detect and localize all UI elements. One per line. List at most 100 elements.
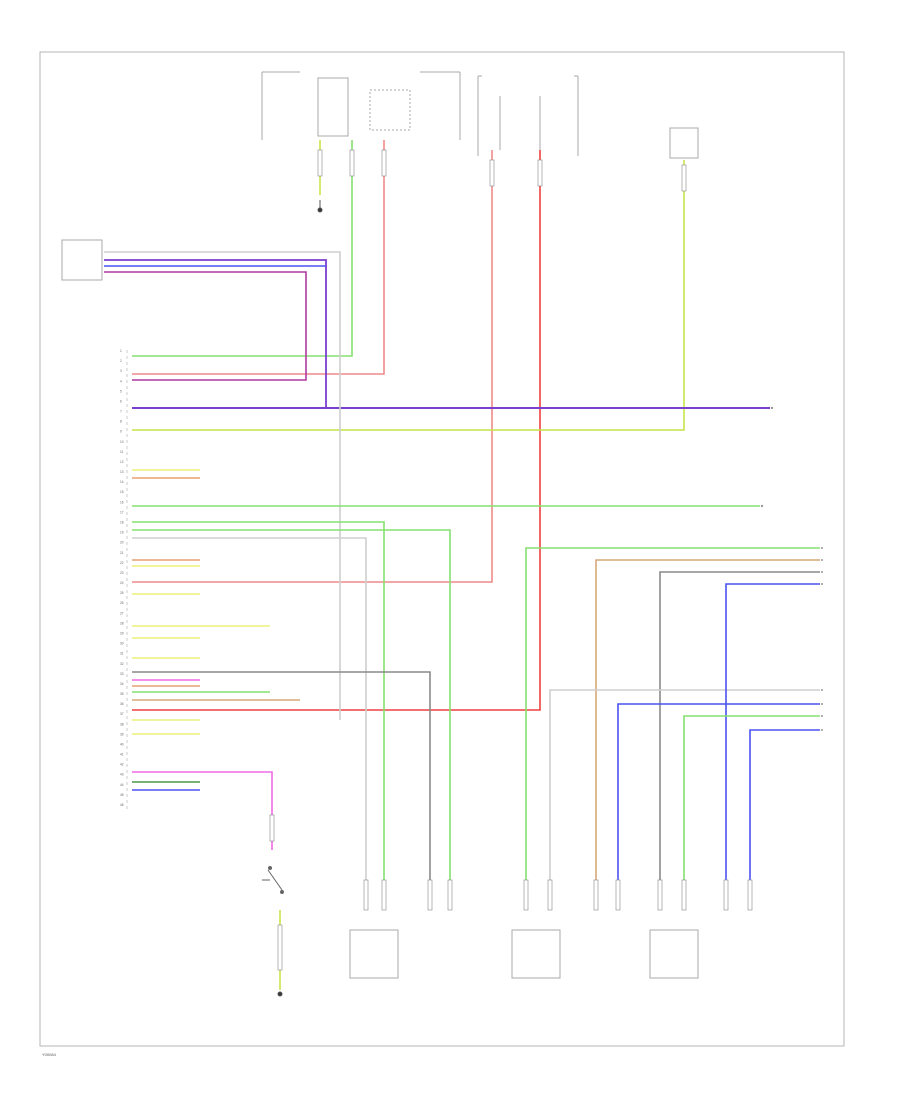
module-pin-2: 2 bbox=[120, 359, 122, 363]
connector-stub-12 bbox=[747, 879, 753, 911]
diagram-frame bbox=[39, 51, 845, 1047]
wire-blue-j bbox=[617, 703, 820, 880]
module-pin-35: 35 bbox=[120, 692, 124, 696]
wire-violet-switch bbox=[104, 259, 327, 408]
module-pin-18: 18 bbox=[120, 521, 124, 525]
connector-stub-top-4 bbox=[537, 159, 543, 187]
connector-stub-top-6 bbox=[317, 149, 323, 177]
module-pin-14: 14 bbox=[120, 480, 124, 484]
connector-stub-7 bbox=[593, 879, 599, 911]
module-pin-7: 7 bbox=[120, 410, 122, 414]
module-pin-1: 1 bbox=[120, 349, 122, 353]
left-switch-component bbox=[61, 239, 103, 281]
module-pin-22: 22 bbox=[120, 561, 124, 565]
module-pin-39: 39 bbox=[120, 732, 124, 736]
module-pin-27: 27 bbox=[120, 611, 124, 615]
module-pin-21: 21 bbox=[120, 551, 124, 555]
connector-stub-6 bbox=[547, 879, 553, 911]
module-pin-42: 42 bbox=[120, 763, 124, 767]
right-terminals bbox=[760, 406, 823, 731]
wire-red-1 bbox=[132, 150, 541, 711]
wire-magenta-b bbox=[132, 771, 273, 850]
wire-green-d bbox=[132, 529, 451, 880]
module-pin-9: 9 bbox=[120, 430, 122, 434]
module-pin-15: 15 bbox=[120, 490, 124, 494]
module-pin-46: 46 bbox=[120, 803, 124, 807]
module-pin-5: 5 bbox=[120, 389, 122, 393]
wire-magenta-switch bbox=[104, 271, 307, 381]
module-pin-31: 31 bbox=[120, 652, 124, 656]
wire-pink-1 bbox=[132, 140, 385, 375]
module-pin-34: 34 bbox=[120, 682, 124, 686]
module-pin-4: 4 bbox=[120, 379, 122, 383]
module-pin-26: 26 bbox=[120, 601, 124, 605]
component-box-1 bbox=[349, 929, 399, 979]
module-pin-43: 43 bbox=[120, 773, 124, 777]
wires bbox=[104, 140, 820, 990]
component-box-3 bbox=[511, 929, 561, 979]
module-pin-13: 13 bbox=[120, 470, 124, 474]
connector-stub-10 bbox=[681, 879, 687, 911]
connector-stub-ground bbox=[277, 924, 283, 971]
brake-switch-symbol bbox=[262, 866, 284, 894]
module-pin-20: 20 bbox=[120, 541, 124, 545]
module-pin-3: 3 bbox=[120, 369, 122, 373]
module-pin-19: 19 bbox=[120, 531, 124, 535]
connector-stub-top-1 bbox=[349, 149, 355, 177]
wire-blue-l bbox=[749, 729, 820, 880]
module-pin-38: 38 bbox=[120, 722, 124, 726]
module-pin-45: 45 bbox=[120, 793, 124, 797]
module-pin-column: 1234567891011121314151617181920212223242… bbox=[120, 349, 124, 807]
component-box-2 bbox=[418, 930, 466, 978]
wire-pink-2 bbox=[132, 150, 493, 583]
module-pin-25: 25 bbox=[120, 591, 124, 595]
module-pin-11: 11 bbox=[120, 450, 124, 454]
ground-symbol-top bbox=[317, 200, 323, 213]
wire-green-e bbox=[525, 547, 820, 880]
module-pin-12: 12 bbox=[120, 460, 124, 464]
footer-code: Y00084 bbox=[42, 1052, 57, 1057]
connector-stub-top-2 bbox=[381, 149, 387, 177]
wire-green-b bbox=[132, 521, 385, 880]
wire-green-1 bbox=[132, 140, 353, 357]
module-pin-28: 28 bbox=[120, 621, 124, 625]
wire-yellowgreen-1 bbox=[132, 160, 685, 431]
connector-stubs bbox=[269, 149, 753, 971]
wire-gray-switch bbox=[104, 251, 341, 720]
wire-blue-i bbox=[725, 583, 820, 880]
module-pin-10: 10 bbox=[120, 440, 124, 444]
connector-stub-1 bbox=[363, 879, 369, 911]
module-pin-6: 6 bbox=[120, 399, 122, 403]
module-pin-40: 40 bbox=[120, 743, 124, 747]
connector-stub-top-5 bbox=[681, 164, 687, 192]
connector-stub-top-3 bbox=[489, 159, 495, 187]
bottom-components bbox=[349, 929, 699, 979]
connector-stub-8 bbox=[615, 879, 621, 911]
module-pin-16: 16 bbox=[120, 500, 124, 504]
module-pin-24: 24 bbox=[120, 581, 124, 585]
module-pin-33: 33 bbox=[120, 672, 124, 676]
module-pin-37: 37 bbox=[120, 712, 124, 716]
module-pin-29: 29 bbox=[120, 632, 124, 636]
module-pin-23: 23 bbox=[120, 571, 124, 575]
module-pin-8: 8 bbox=[120, 420, 122, 424]
connector-stub-11 bbox=[723, 879, 729, 911]
connector-stub-9 bbox=[657, 879, 663, 911]
top-right-component bbox=[669, 127, 699, 159]
connector-stub-3 bbox=[427, 879, 433, 911]
ground-symbol-bottom bbox=[277, 991, 283, 997]
module-pin-36: 36 bbox=[120, 702, 124, 706]
connector-stub-brake bbox=[269, 814, 275, 842]
wire-gray-c bbox=[132, 671, 431, 880]
wire-tan-f bbox=[595, 559, 820, 880]
module-pin-17: 17 bbox=[120, 510, 124, 514]
component-box-4 bbox=[649, 929, 699, 979]
wire-lightgray-a bbox=[132, 537, 367, 880]
connector-stub-4 bbox=[447, 879, 453, 911]
module-pin-44: 44 bbox=[120, 783, 124, 787]
wire-lightgray-h bbox=[549, 689, 820, 880]
module-pin-41: 41 bbox=[120, 753, 124, 757]
module-pin-32: 32 bbox=[120, 662, 124, 666]
connector-stub-5 bbox=[523, 879, 529, 911]
